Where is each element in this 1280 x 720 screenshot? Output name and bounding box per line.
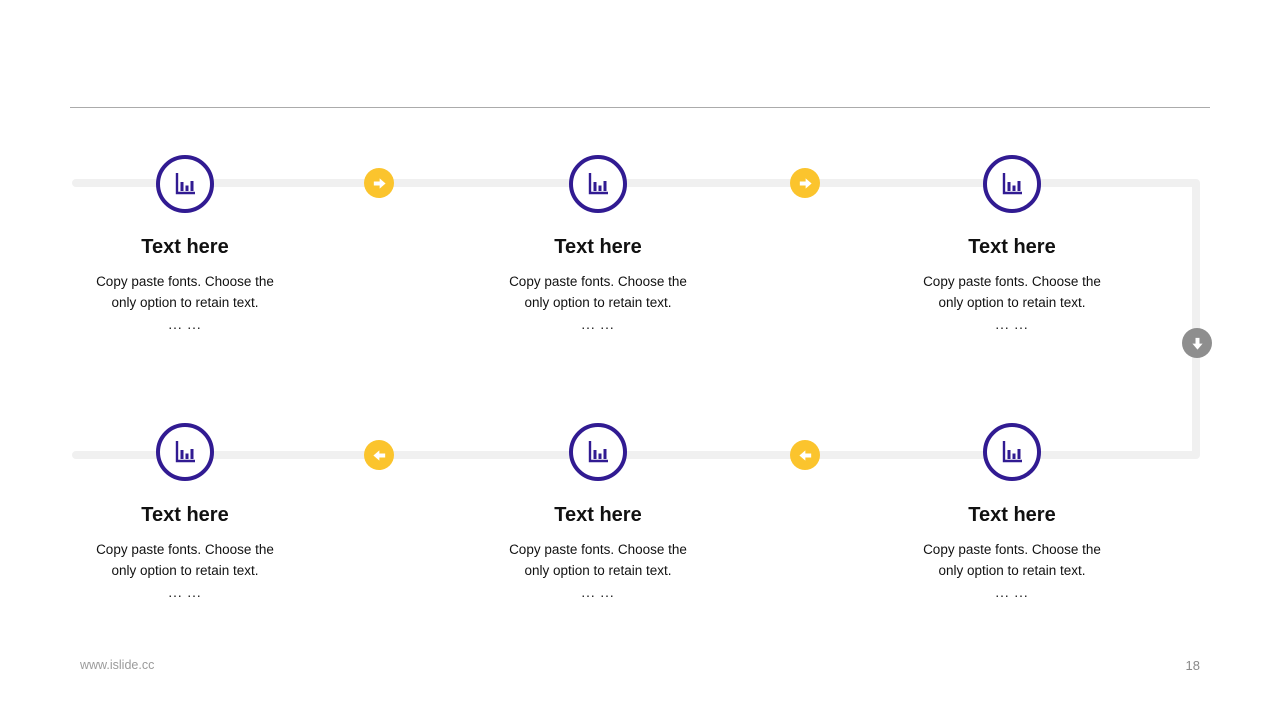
page-number: 18: [1185, 658, 1200, 673]
arrow-left-icon: [790, 440, 820, 470]
footer-website: www.islide.cc: [80, 658, 155, 672]
step-description: Copy paste fonts. Choose the only option…: [923, 542, 1101, 578]
process-step-4: Text here Copy paste fonts. Choose the o…: [882, 423, 1142, 603]
process-step-1: Text here Copy paste fonts. Choose the o…: [55, 155, 315, 335]
bar-chart-icon: [983, 155, 1041, 213]
step-description: Copy paste fonts. Choose the only option…: [509, 542, 687, 578]
bar-chart-icon: [983, 423, 1041, 481]
step-title: Text here: [554, 236, 642, 258]
step-title: Text here: [141, 504, 229, 526]
step-ellipsis: ... ...: [168, 585, 202, 600]
arrow-right-icon: [364, 168, 394, 198]
step-title: Text here: [968, 236, 1056, 258]
step-ellipsis: ... ...: [581, 585, 615, 600]
step-description: Copy paste fonts. Choose the only option…: [96, 542, 274, 578]
arrow-left-icon: [364, 440, 394, 470]
step-ellipsis: ... ...: [581, 317, 615, 332]
arrow-down-icon: [1182, 328, 1212, 358]
process-step-2: Text here Copy paste fonts. Choose the o…: [468, 155, 728, 335]
process-step-6: Text here Copy paste fonts. Choose the o…: [55, 423, 315, 603]
step-ellipsis: ... ...: [995, 585, 1029, 600]
arrow-right-icon: [790, 168, 820, 198]
process-step-3: Text here Copy paste fonts. Choose the o…: [882, 155, 1142, 335]
bar-chart-icon: [156, 155, 214, 213]
bar-chart-icon: [156, 423, 214, 481]
step-ellipsis: ... ...: [995, 317, 1029, 332]
step-description: Copy paste fonts. Choose the only option…: [96, 274, 274, 310]
step-title: Text here: [141, 236, 229, 258]
bar-chart-icon: [569, 423, 627, 481]
step-description: Copy paste fonts. Choose the only option…: [923, 274, 1101, 310]
process-step-5: Text here Copy paste fonts. Choose the o…: [468, 423, 728, 603]
step-title: Text here: [968, 504, 1056, 526]
step-title: Text here: [554, 504, 642, 526]
header-divider: [70, 107, 1210, 108]
bar-chart-icon: [569, 155, 627, 213]
step-description: Copy paste fonts. Choose the only option…: [509, 274, 687, 310]
step-ellipsis: ... ...: [168, 317, 202, 332]
